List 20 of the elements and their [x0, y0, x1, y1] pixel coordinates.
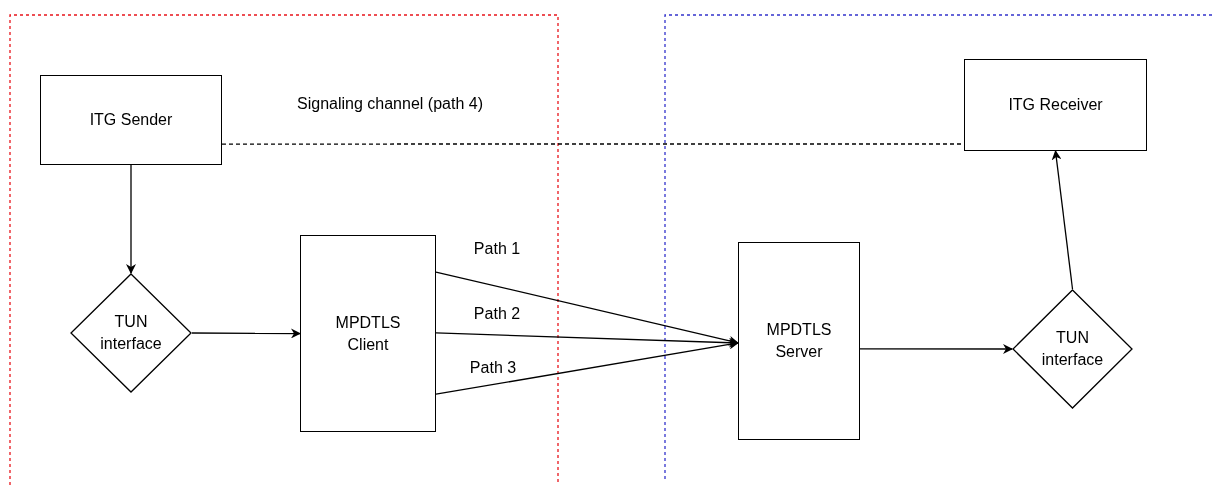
edge-label: Signaling channel (path 4) — [295, 94, 485, 114]
arrow — [435, 339, 739, 395]
process-box — [738, 242, 860, 440]
node-label: TUN interface — [1040, 328, 1105, 370]
node-label: TUN interface — [99, 312, 163, 354]
node-label: ITG Sender — [89, 110, 173, 130]
arrow — [435, 271, 739, 346]
arrow — [191, 328, 301, 339]
arrow — [1051, 150, 1074, 290]
arrow — [859, 344, 1013, 354]
process-box — [40, 75, 222, 165]
process-box — [300, 235, 436, 432]
decision-diamond — [1012, 289, 1133, 409]
arrow — [126, 164, 136, 274]
node-label: MPDTLS Server — [765, 320, 833, 362]
decision-diamond — [70, 273, 192, 393]
node-label: ITG Receiver — [1008, 95, 1103, 115]
node-label: MPDTLS Client — [334, 312, 402, 355]
arrow — [435, 332, 739, 348]
process-box — [964, 59, 1147, 151]
